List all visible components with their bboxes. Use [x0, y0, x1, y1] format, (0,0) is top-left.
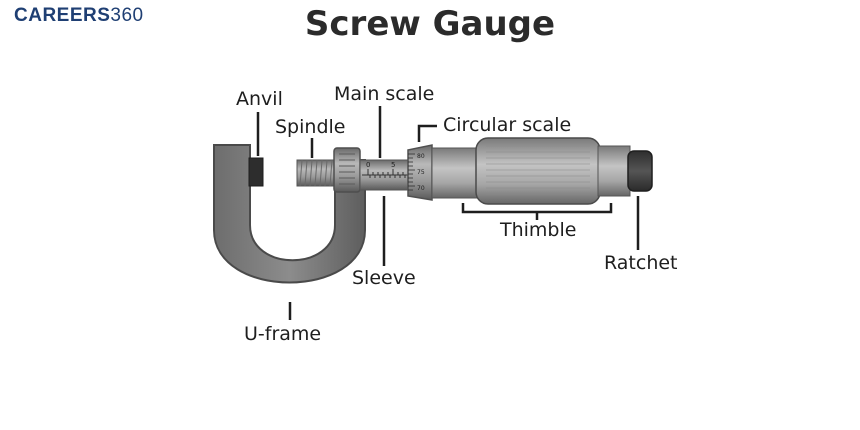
- ratchet-shape: [627, 150, 653, 192]
- main-scale-mark-0: 0: [366, 161, 370, 169]
- thimble-shape: [431, 147, 479, 199]
- brand-logo: CAREERS360: [14, 5, 144, 27]
- thimble-label: Thimble: [500, 219, 577, 241]
- u-frame-shape: [213, 144, 366, 284]
- main-scale-mark-5: 5: [391, 161, 395, 169]
- lock-block-shape: [333, 147, 361, 193]
- spindle-shape: [296, 159, 340, 187]
- circular-scale-label: Circular scale: [443, 114, 572, 136]
- ratchet-label: Ratchet: [604, 252, 678, 274]
- thimble-end-shape: [597, 145, 631, 197]
- brand-suffix: 360: [110, 5, 144, 26]
- circular-mark-75: 75: [417, 169, 425, 176]
- spindle-label: Spindle: [275, 116, 346, 138]
- page-title: Screw Gauge: [304, 4, 556, 44]
- main-scale-label: Main scale: [334, 83, 435, 105]
- anvil-label: Anvil: [236, 88, 283, 110]
- circular-scale-pointer: [417, 124, 437, 142]
- sleeve-label: Sleeve: [352, 267, 416, 289]
- circular-mark-80: 80: [417, 153, 425, 160]
- circular-mark-70: 70: [417, 185, 425, 192]
- u-frame-label: U-frame: [244, 323, 322, 345]
- anvil-shape: [248, 157, 264, 187]
- brand-name: CAREERS: [14, 5, 111, 26]
